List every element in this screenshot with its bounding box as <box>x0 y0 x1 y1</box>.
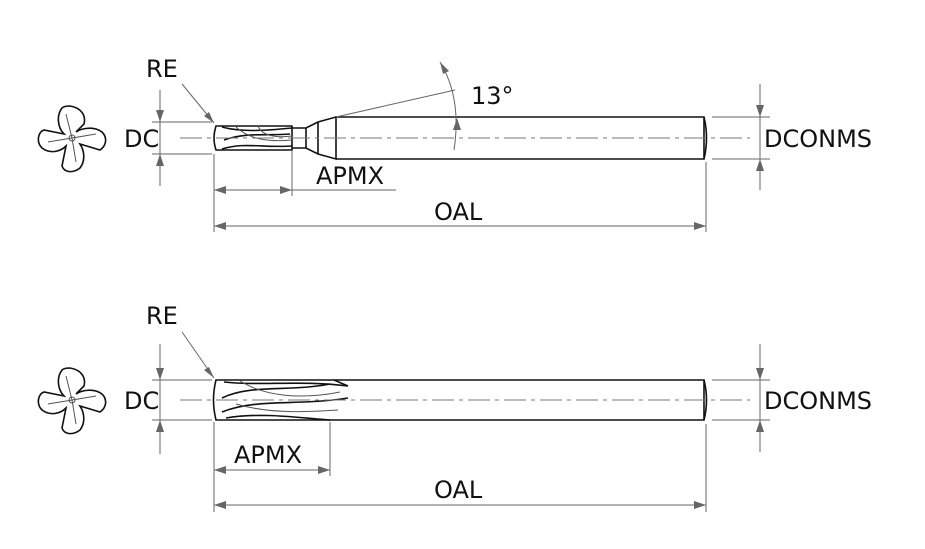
re-label: RE <box>146 55 178 83</box>
dc-label: DC <box>124 387 159 415</box>
tool-body <box>180 115 750 161</box>
apmx-label: APMX <box>316 162 384 190</box>
oal-label: OAL <box>434 476 483 504</box>
drawing-straight-end-mill: DC RE DCONMS <box>37 302 872 512</box>
drawing-necked-end-mill: DC RE <box>37 55 872 232</box>
apmx-dimension: APMX <box>213 422 331 512</box>
cutter-end-view-icon <box>37 367 107 435</box>
dconms-label: DCONMS <box>764 387 872 415</box>
re-leader: RE <box>146 302 215 379</box>
apmx-dimension: APMX <box>213 150 396 232</box>
dconms-dimension: DCONMS <box>712 84 872 190</box>
taper-angle-dimension: 13° <box>335 61 514 151</box>
apmx-label: APMX <box>234 441 302 469</box>
cutter-end-view-icon <box>37 105 107 173</box>
re-label: RE <box>146 302 178 330</box>
oal-dimension: OAL <box>214 162 707 232</box>
dconms-label: DCONMS <box>764 125 872 153</box>
angle-label: 13° <box>471 82 514 110</box>
dc-dimension: DC <box>124 90 212 186</box>
oal-dimension: OAL <box>214 424 707 512</box>
tool-body <box>180 379 750 421</box>
dconms-dimension: DCONMS <box>712 344 872 452</box>
oal-label: OAL <box>434 198 483 226</box>
dc-dimension: DC <box>124 344 212 454</box>
re-leader: RE <box>146 55 215 124</box>
dc-label: DC <box>124 125 159 153</box>
